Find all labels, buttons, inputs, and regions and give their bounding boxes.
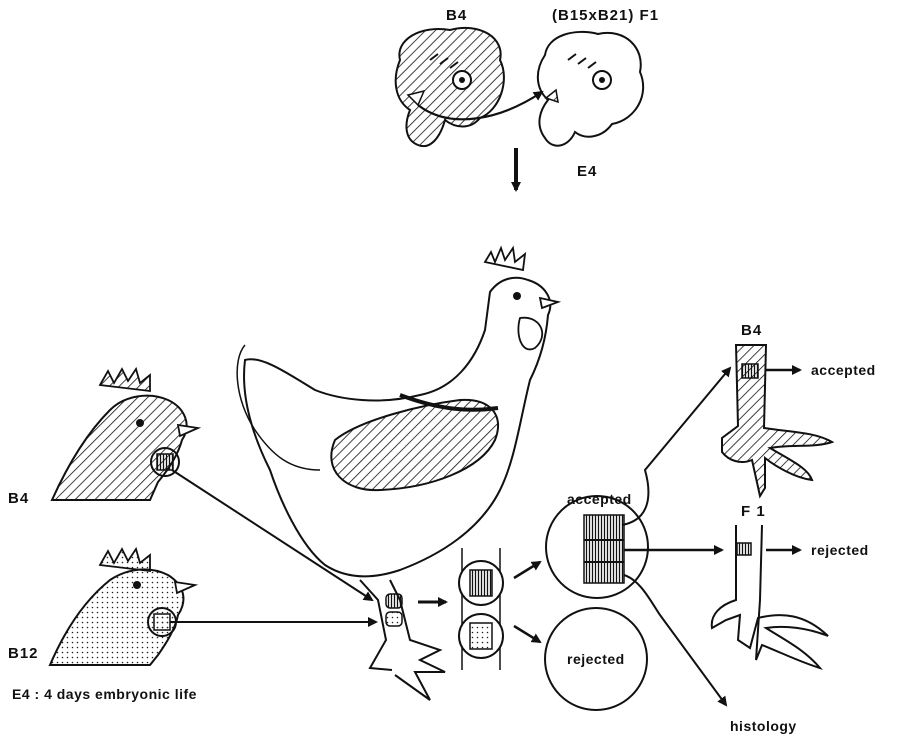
to-rejected-arrow [514,626,540,642]
accepted-circle-label: accepted [567,491,632,507]
b4-result-label: accepted [811,362,876,378]
leg-graft-detail [459,548,503,670]
donor-b4-label: B4 [8,490,29,507]
donor-b12-label: B12 [8,645,39,662]
host-embryo-f1 [538,32,643,146]
donor-head-b4 [52,369,198,500]
to-b4-arrow [622,368,730,525]
accepted-circle [546,496,648,598]
e4-definition-note: E4 : 4 days embryonic life [12,686,197,702]
f1-result-label: rejected [811,542,869,558]
donor-embryo-b4 [396,28,504,146]
f1-leg-label: F 1 [741,503,766,520]
donor-head-b12 [50,549,195,665]
embryo-stage-label: E4 [577,163,597,180]
donor-embryo-label: B4 [446,7,467,24]
rejected-circle-label: rejected [567,651,625,667]
b4-leg-label: B4 [741,322,762,339]
host-hen [237,248,558,700]
histology-label: histology [730,718,797,734]
to-accepted-arrow [514,562,540,578]
host-embryo-label: (B15xB21) F1 [552,7,659,24]
